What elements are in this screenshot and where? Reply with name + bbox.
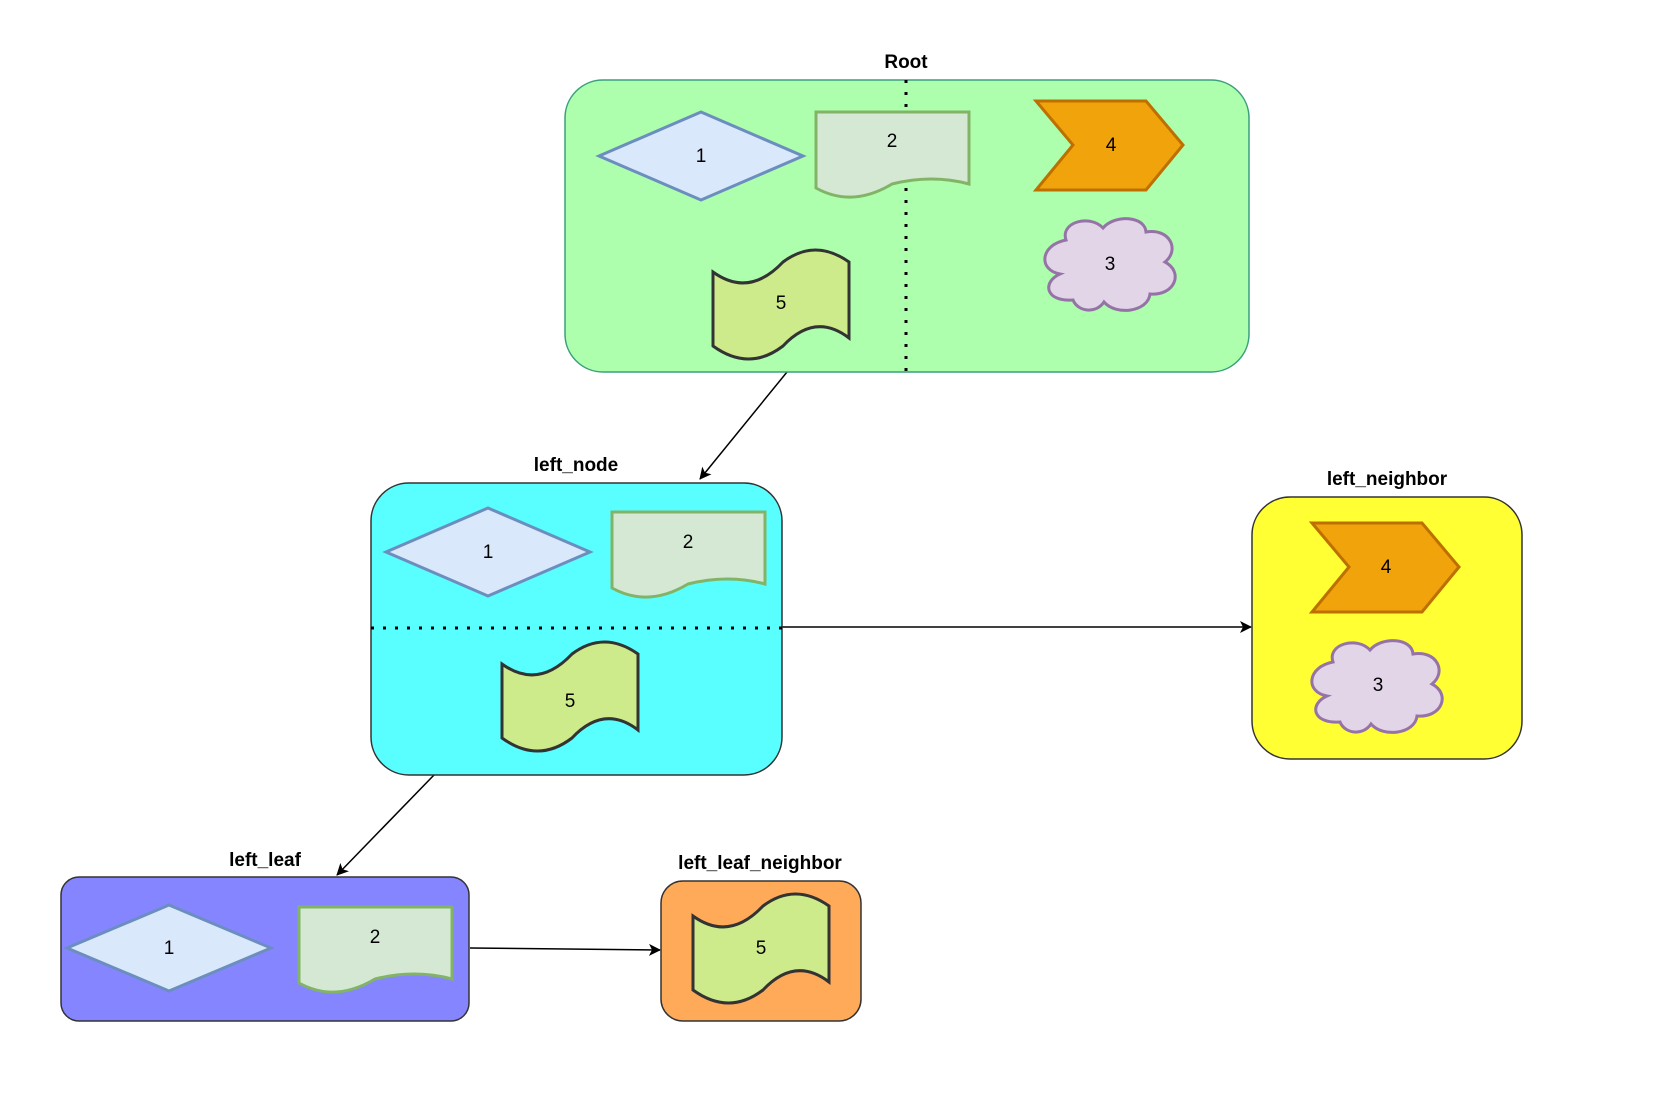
node-title: left_neighbor (1327, 469, 1448, 490)
shape-label: 1 (696, 146, 707, 167)
cloud-shape: 3 (1310, 639, 1444, 734)
shape-label: 1 (164, 938, 175, 959)
shape-label: 3 (1373, 675, 1384, 696)
shape-label: 4 (1381, 557, 1392, 578)
edge-left-node-to-left-leaf (336, 774, 435, 876)
step-shape: 4 (1032, 99, 1185, 192)
shape-label: 5 (776, 293, 787, 314)
shape-label: 2 (887, 131, 898, 152)
document-shape: 2 (610, 510, 767, 599)
node-left-leaf-neighbor[interactable]: left_leaf_neighbor 5 (660, 853, 862, 1022)
diamond-shape: 1 (63, 903, 275, 993)
edges (336, 371, 1252, 956)
node-title: Root (884, 52, 928, 73)
tape-shape: 5 (691, 892, 831, 1005)
shape-label: 2 (370, 927, 381, 948)
cloud-shape: 3 (1043, 217, 1177, 312)
shape-label: 2 (683, 532, 694, 553)
node-left-node[interactable]: left_node 1 2 5 (370, 455, 783, 776)
tape-shape: 5 (500, 640, 640, 753)
shape-label: 5 (565, 691, 576, 712)
document-shape: 2 (814, 110, 971, 199)
shape-label: 5 (756, 938, 767, 959)
shape-label: 4 (1106, 135, 1117, 156)
tape-shape: 5 (711, 248, 851, 361)
edge-left-leaf-to-left-leaf-neighbor (469, 943, 661, 956)
edge-root-to-left-node (699, 371, 788, 480)
shape-label: 1 (483, 542, 494, 563)
diamond-shape: 1 (382, 506, 594, 598)
node-title: left_leaf_neighbor (678, 853, 842, 874)
node-left-neighbor[interactable]: left_neighbor 4 3 (1251, 469, 1523, 760)
node-title: left_leaf (229, 850, 301, 871)
step-shape: 4 (1308, 521, 1461, 614)
diamond-shape: 1 (595, 110, 807, 202)
node-title: left_node (534, 455, 618, 476)
shape-label: 3 (1105, 254, 1116, 275)
document-shape: 2 (297, 905, 454, 994)
node-root[interactable]: Root 1 2 4 3 5 (564, 52, 1250, 373)
node-left-leaf[interactable]: left_leaf 1 2 (60, 850, 470, 1022)
